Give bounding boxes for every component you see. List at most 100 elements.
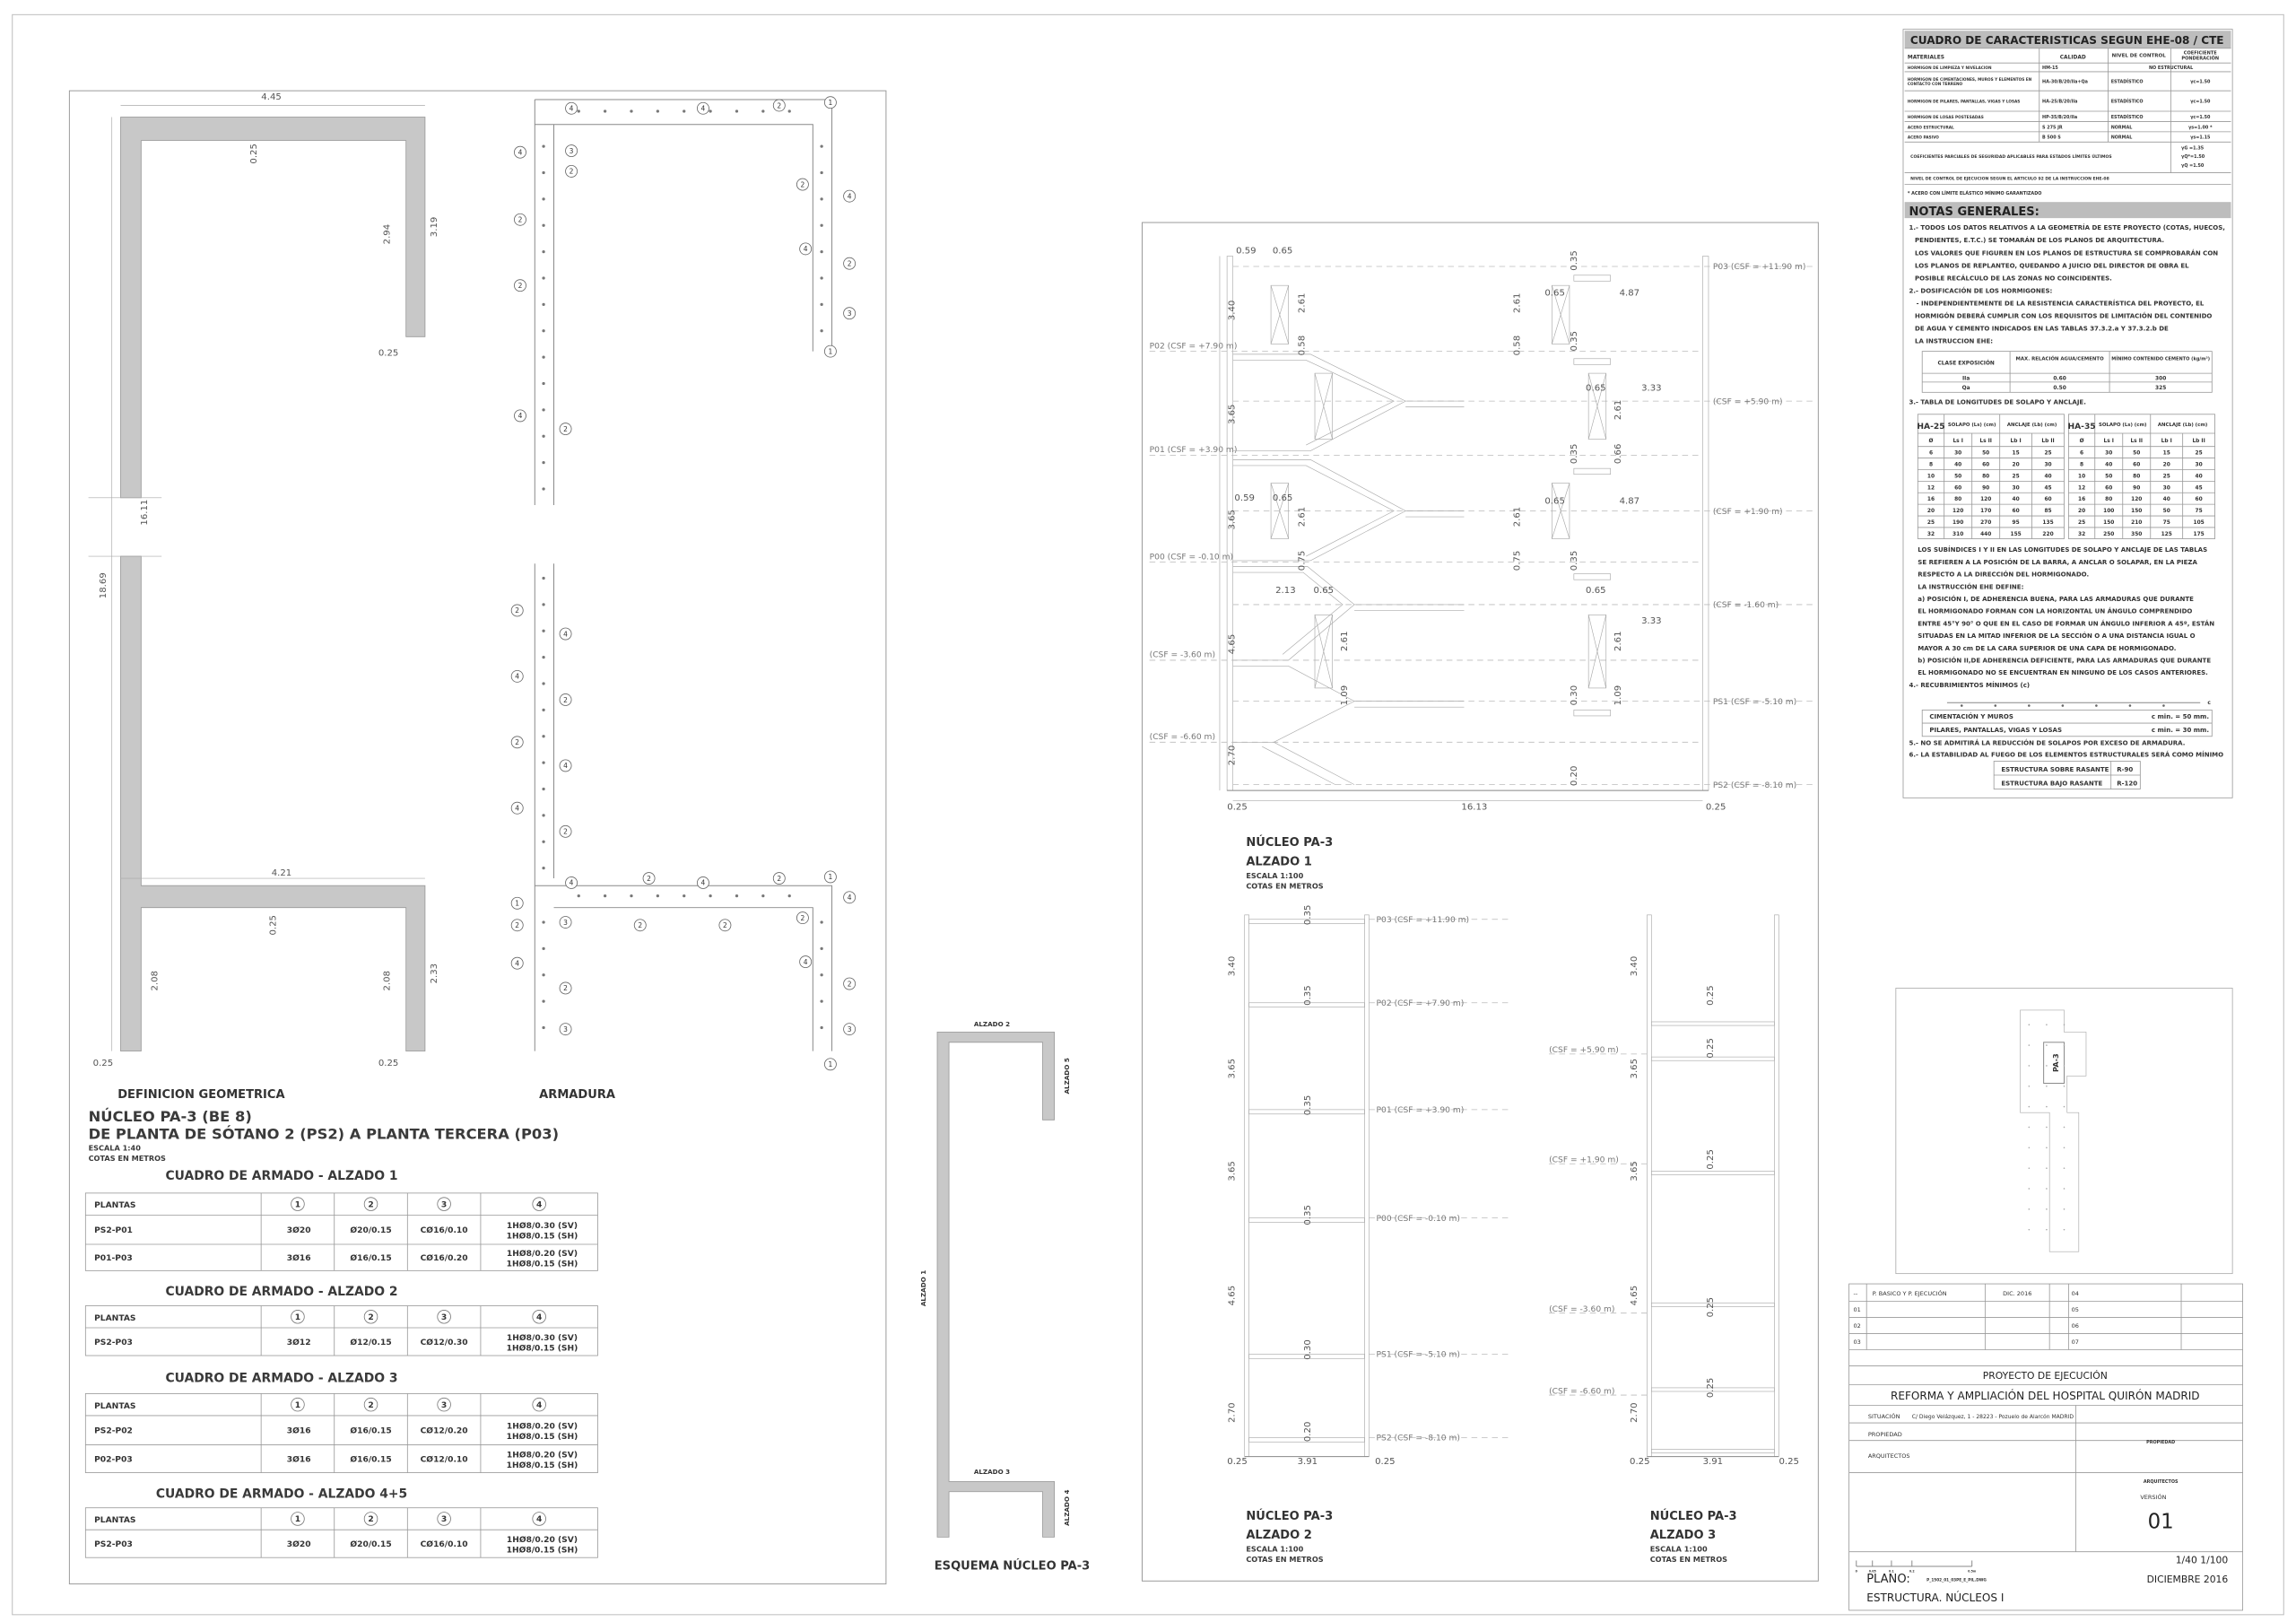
scale-bar-label: 0.1 bbox=[1889, 1570, 1894, 1574]
dimension-label: 0.35 bbox=[1303, 905, 1313, 926]
lap-cell: 50 bbox=[2105, 474, 2112, 479]
bar-dot bbox=[820, 197, 823, 201]
bar-mark-number: 1 bbox=[829, 1060, 833, 1068]
bar-mark-circle bbox=[559, 693, 572, 706]
bar-dot bbox=[820, 144, 823, 148]
cell-nivel: ESTADÍSTICO bbox=[2111, 113, 2144, 120]
version-label: VERSIÓN bbox=[2140, 1493, 2166, 1501]
header-bar-mark: 1 bbox=[295, 1401, 300, 1410]
floor-slab bbox=[1651, 1449, 1775, 1453]
bar-mark-number: 3 bbox=[848, 1025, 852, 1033]
dimension-label: 0.59 bbox=[1234, 493, 1255, 503]
dimension-label: 3.40 bbox=[1227, 301, 1237, 321]
lap-cell: 20 bbox=[1927, 509, 1935, 514]
dimension-label: 2.94 bbox=[383, 224, 393, 245]
note-line: LA INSTRUCCION EHE: bbox=[1915, 336, 1993, 344]
bar-mark-circle bbox=[559, 1023, 572, 1036]
bar-mark-number: 2 bbox=[518, 282, 523, 290]
coef-value: γQ =1.50 bbox=[2181, 163, 2205, 169]
bar-mark-number: 1 bbox=[829, 347, 833, 355]
bar-dot bbox=[656, 109, 659, 113]
column-dot bbox=[2028, 1228, 2031, 1231]
level-label: PS2 (CSF = -8.10 m) bbox=[1377, 1435, 1460, 1443]
lap-cell: 32 bbox=[2078, 532, 2085, 537]
header-bar-mark: 2 bbox=[368, 1401, 373, 1410]
cell-material: HORMIGON DE LIMPIEZA Y NIVELACION bbox=[1908, 65, 1992, 70]
armado-table bbox=[84, 1507, 598, 1558]
bar-mark-number: 4 bbox=[804, 245, 808, 253]
lap-cell: 25 bbox=[1927, 520, 1935, 526]
bar-mark-circle bbox=[532, 1310, 546, 1324]
opening-cross bbox=[1587, 615, 1607, 689]
cell-plantas: PS2-P03 bbox=[94, 1339, 133, 1347]
dimension-label: 0.35 bbox=[1570, 250, 1579, 271]
bar-mark-number: 4 bbox=[563, 762, 568, 770]
bar-dot bbox=[820, 250, 823, 254]
dimension-label: 0.25 bbox=[1706, 1038, 1716, 1059]
lap-cell: 50 bbox=[1982, 451, 1989, 457]
column-dot bbox=[2046, 1188, 2048, 1190]
armado-table-title: CUADRO DE ARMADO - ALZADO 2 bbox=[165, 1285, 397, 1299]
lap-col-header: Lb II bbox=[2192, 439, 2205, 444]
column-dot bbox=[2028, 1044, 2031, 1046]
bar-dot bbox=[542, 814, 545, 817]
bar-dot bbox=[542, 250, 545, 254]
location-map-label: PA-3 bbox=[2051, 1053, 2060, 1072]
lap-cell: 135 bbox=[2042, 520, 2053, 526]
exposure-cell: 325 bbox=[2155, 386, 2166, 391]
bar-dot bbox=[542, 302, 545, 307]
lap-cell: 40 bbox=[2105, 463, 2112, 468]
header-plantas: PLANTAS bbox=[94, 1516, 135, 1525]
cell-calidad: HP-35/B/20/IIa bbox=[2042, 115, 2077, 120]
dimension-label: 4.87 bbox=[1620, 496, 1640, 506]
cell-calidad: B 500 S bbox=[2042, 135, 2061, 141]
dimension-label: 0.25 bbox=[249, 144, 259, 164]
alzado1-right-wall bbox=[1702, 256, 1709, 791]
bar-mark-circle bbox=[532, 1512, 546, 1526]
bar-dot bbox=[542, 223, 545, 227]
floor-slab bbox=[1248, 1002, 1365, 1007]
propiedad-label: PROPIEDAD bbox=[1868, 1431, 1902, 1438]
bar-dot bbox=[542, 1025, 545, 1030]
cover-value: c min. = 30 mm. bbox=[2152, 726, 2209, 734]
bar-dot bbox=[542, 787, 545, 791]
column-dot bbox=[2046, 1228, 2048, 1231]
bar-dot bbox=[820, 1025, 823, 1030]
bar-dot bbox=[2061, 704, 2065, 707]
exposure-header: MÍNIMO CONTENIDO CEMENTO (kg/m³) bbox=[2111, 354, 2210, 362]
level-label: P00 (CSF = -0.10 m) bbox=[1377, 1215, 1460, 1224]
lap-cell: 50 bbox=[1954, 474, 1961, 479]
bar-mark-number: 3 bbox=[563, 919, 568, 927]
header-bar-mark: 2 bbox=[368, 1515, 373, 1524]
cell-bar-1: 3Ø16 bbox=[287, 1426, 311, 1436]
lap-cell: 85 bbox=[2044, 509, 2051, 514]
landing-slab bbox=[1573, 573, 1611, 580]
title-block bbox=[1848, 1283, 2243, 1611]
level-label-left: P02 (CSF = +7.90 m) bbox=[1150, 342, 1238, 351]
lap-cell: 60 bbox=[1954, 485, 1961, 491]
bar-dot bbox=[542, 487, 545, 491]
note-line: LOS SUBÍNDICES I Y II EN LAS LONGITUDES … bbox=[1918, 545, 2207, 554]
bar-dot bbox=[820, 276, 823, 280]
cell-bar-1: 3Ø12 bbox=[287, 1338, 311, 1347]
bar-mark-circle bbox=[363, 1397, 378, 1412]
bar-mark-circle bbox=[799, 242, 813, 256]
bar-dot bbox=[683, 894, 686, 898]
header-bar-mark: 3 bbox=[441, 1515, 447, 1524]
plan-scales: 1/40 1/100 bbox=[2176, 1555, 2229, 1566]
level-label: (CSF = -6.60 m) bbox=[1549, 1387, 1614, 1396]
dimension-label: 0.25 bbox=[1706, 1378, 1716, 1399]
lap-cell: 40 bbox=[2163, 497, 2170, 502]
lap-cell: 95 bbox=[2013, 520, 2020, 526]
outer-frame bbox=[12, 13, 2284, 1616]
cell-nivel: NORMAL bbox=[2111, 125, 2133, 130]
scale-bar-label: 0.5m bbox=[1968, 1570, 1977, 1574]
bar-mark-number: 2 bbox=[563, 425, 568, 433]
bar-mark-circle bbox=[437, 1512, 451, 1526]
exposure-table bbox=[1921, 351, 2213, 393]
lap-cell: 25 bbox=[2163, 474, 2170, 479]
bar-mark-circle bbox=[514, 145, 526, 159]
cover-value: c min. = 50 mm. bbox=[2152, 712, 2209, 720]
dimension-label: 0.35 bbox=[1303, 1205, 1313, 1225]
rev-number-right: 07 bbox=[2072, 1339, 2079, 1346]
